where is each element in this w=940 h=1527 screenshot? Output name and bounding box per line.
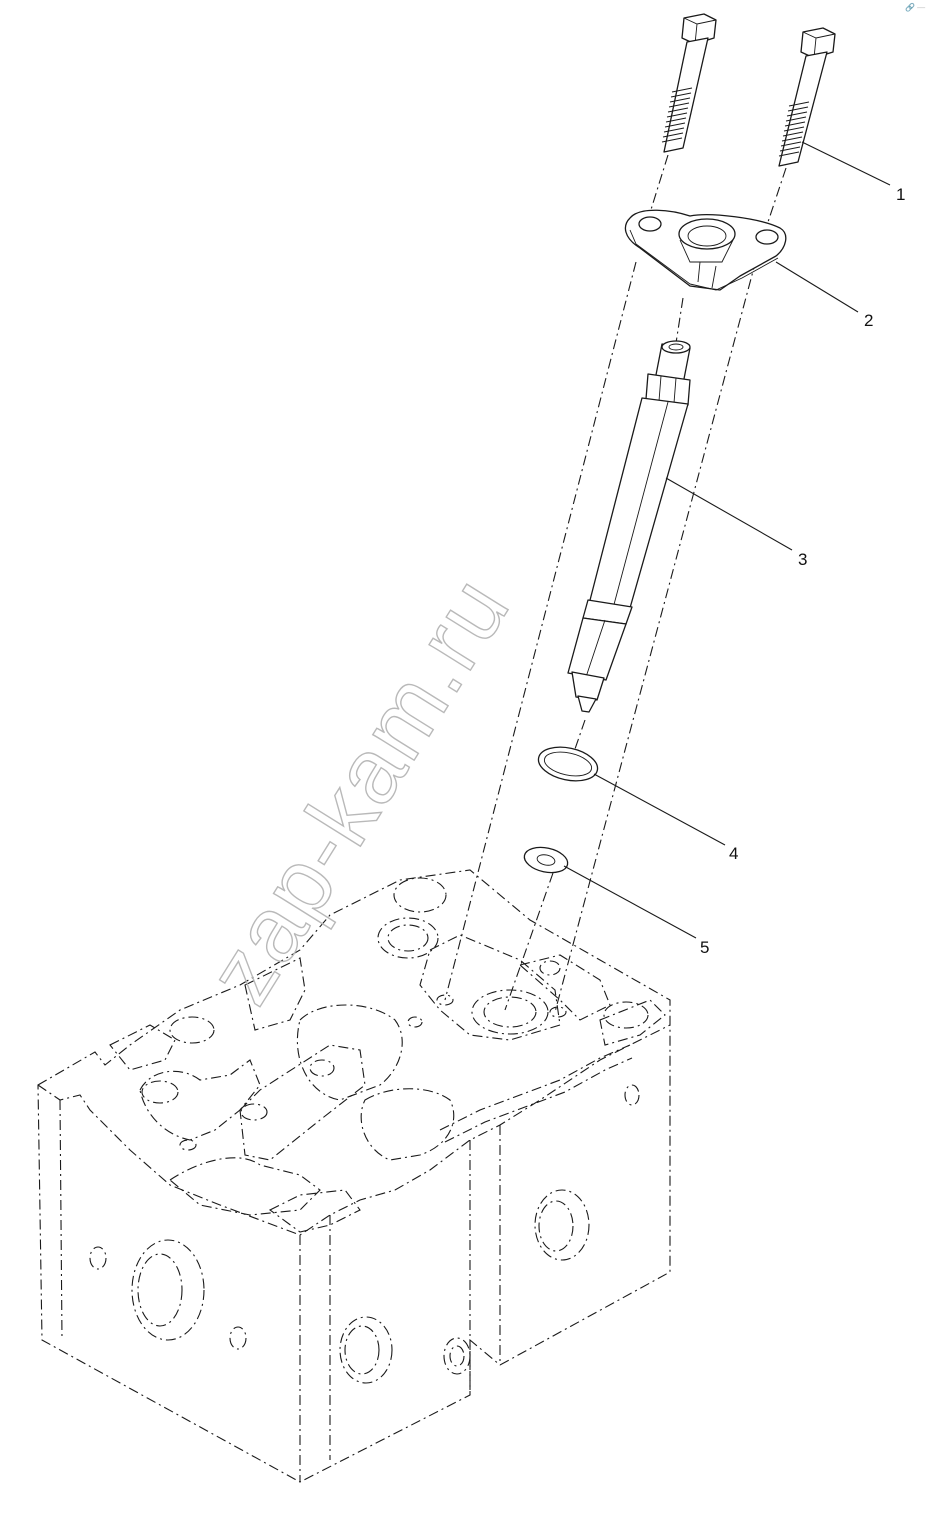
leader-5 xyxy=(563,865,697,939)
clamp-plate xyxy=(624,209,787,291)
bolt-right xyxy=(778,27,836,167)
callout-5: 5 xyxy=(700,938,709,957)
callouts: 1 2 3 4 5 xyxy=(563,141,905,957)
callout-2: 2 xyxy=(864,311,873,330)
callout-4: 4 xyxy=(729,844,738,863)
cylinder-head xyxy=(37,869,671,1483)
bolt-left xyxy=(661,13,717,153)
leader-4 xyxy=(593,773,726,846)
corner-mark: 🔗 — xyxy=(905,2,925,12)
callout-1: 1 xyxy=(896,185,905,204)
injector xyxy=(567,340,691,713)
washer xyxy=(523,846,569,874)
leader-2 xyxy=(775,261,859,313)
leader-1 xyxy=(801,141,891,186)
watermark-text: zap-kam.ru xyxy=(188,559,529,1020)
o-ring xyxy=(537,746,599,782)
callout-3: 3 xyxy=(798,550,807,569)
leader-3 xyxy=(665,477,793,551)
